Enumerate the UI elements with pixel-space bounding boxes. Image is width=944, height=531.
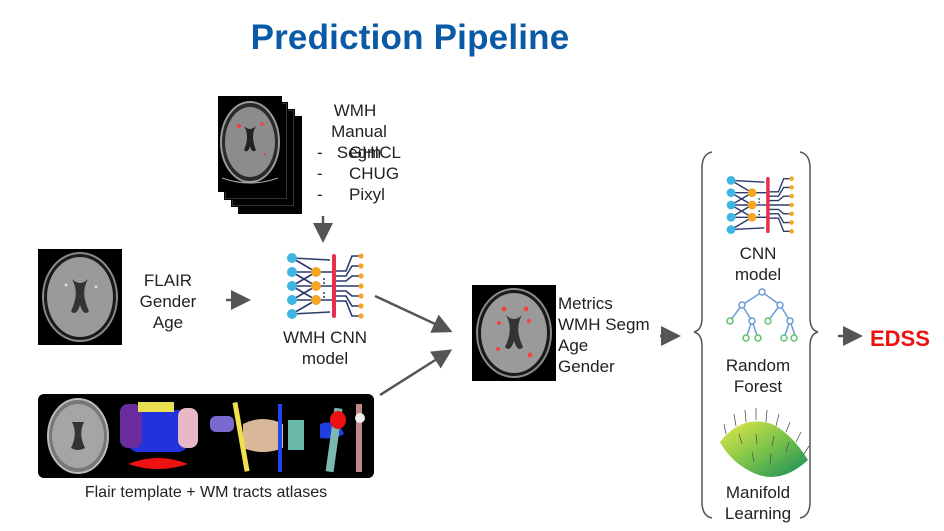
manifold-surface-icon bbox=[720, 408, 810, 477]
manual-segm-title: WMH bbox=[333, 101, 377, 120]
inputs-label: FLAIR Gender Age bbox=[139, 271, 197, 332]
wm-tracts-atlas-icon bbox=[47, 398, 365, 474]
decision-tree-icon bbox=[726, 288, 798, 342]
wmh-cnn-label: WMH CNN model bbox=[282, 328, 368, 368]
cnn-model-icon bbox=[724, 173, 796, 237]
atlas-images bbox=[38, 394, 374, 478]
neural-network-icon bbox=[726, 176, 794, 234]
edss-output: EDSS bbox=[870, 326, 930, 351]
model-label-random-forest: Random Forest bbox=[725, 356, 791, 396]
manifold-learning-icon bbox=[712, 404, 812, 480]
model-group-braces bbox=[693, 151, 819, 519]
atlas-caption: Flair template + WM tracts atlases bbox=[84, 484, 328, 501]
random-forest-icon bbox=[722, 288, 798, 348]
brain-mri-icon bbox=[220, 101, 280, 184]
neural-network-icon bbox=[287, 253, 364, 319]
manual-segm-stack bbox=[218, 96, 302, 214]
manual-segm-heading: WMH Manual Segm bbox=[300, 100, 410, 163]
brain-mri-icon bbox=[476, 288, 552, 378]
model-label-manifold: Manifold Learning bbox=[724, 483, 792, 523]
features-label: Metrics WMH Segm Age Gender bbox=[558, 294, 650, 376]
model-label-cnn: CNN model bbox=[734, 244, 782, 284]
arrow-atlas-to-features bbox=[379, 349, 453, 397]
flair-mri-image bbox=[38, 249, 122, 345]
manual-segm-subtitle: Manual Segm bbox=[331, 122, 387, 162]
brain-mri-icon bbox=[42, 252, 118, 342]
source-item: -GHICL bbox=[317, 143, 401, 162]
manual-segm-sources: -GHICL -CHUG -Pixyl bbox=[317, 142, 407, 205]
source-item: -CHUG bbox=[317, 164, 400, 183]
mri-slice-front bbox=[218, 96, 282, 192]
source-item: -Pixyl bbox=[317, 185, 385, 204]
title-text: Prediction Pipeline bbox=[250, 18, 570, 57]
wmh-segmented-mri-image bbox=[472, 285, 556, 381]
page-title: Prediction Pipeline bbox=[0, 18, 820, 58]
arrow-cnn-to-features bbox=[374, 294, 453, 333]
wmh-cnn-model-icon bbox=[284, 250, 366, 322]
